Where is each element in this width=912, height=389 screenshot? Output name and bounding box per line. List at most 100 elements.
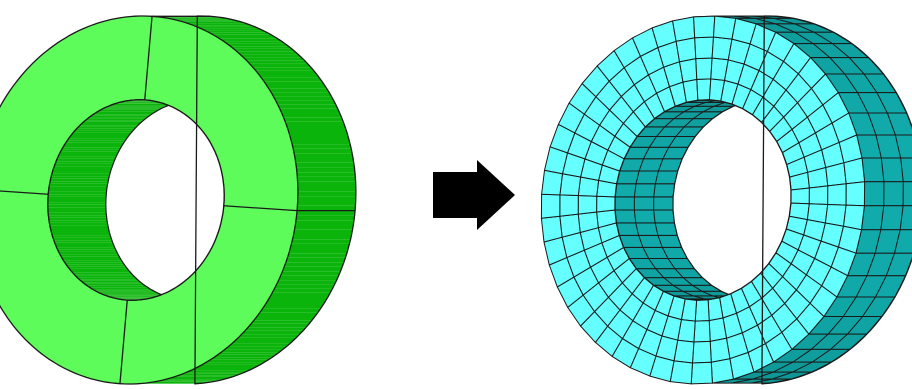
inner-wall-face: [106, 106, 166, 107]
outer-rim-face: [234, 49, 295, 52]
inner-wall-face: [50, 225, 109, 228]
outer-rim-face: [287, 126, 347, 131]
outer-rim-face: [284, 262, 344, 267]
mesh-element-outer-rim: [856, 230, 912, 254]
inner-wall-face: [100, 109, 160, 110]
outer-rim-face: [282, 113, 342, 117]
mesh-element: [697, 79, 711, 100]
inner-wall-face: [57, 247, 116, 249]
outer-rim-face: [295, 225, 354, 230]
mesh-element: [541, 216, 562, 242]
inner-wall-face: [77, 127, 137, 129]
mesh-element: [696, 58, 712, 79]
inner-wall-face: [70, 135, 130, 137]
outer-rim-face: [289, 249, 348, 254]
mesh-element-outer-rim: [849, 113, 912, 135]
inner-wall-face: [49, 223, 108, 226]
mesh-element-inner-wall: [617, 171, 678, 184]
inner-wall-face: [64, 261, 123, 263]
inner-wall-face: [50, 228, 109, 231]
inner-wall-face: [94, 113, 154, 114]
outer-rim-face: [298, 196, 356, 201]
mesh-element: [710, 338, 730, 362]
inner-wall-face: [56, 159, 115, 161]
inner-wall-face: [60, 254, 119, 256]
mesh-element: [691, 362, 712, 384]
outer-rim-face: [239, 334, 300, 337]
mesh-element: [676, 38, 696, 62]
outer-rim-face: [254, 317, 315, 321]
inner-wall-face: [52, 235, 111, 238]
outer-rim-face: [248, 324, 309, 328]
inner-wall-face: [48, 207, 106, 210]
inner-wall-face: [51, 231, 110, 234]
mesh-element-outer-rim: [848, 253, 912, 276]
outer-rim-face: [295, 220, 354, 225]
mesh-element: [791, 188, 810, 204]
mesh-element: [846, 182, 865, 206]
inner-wall-face: [56, 245, 115, 247]
outer-rim-face: [279, 276, 339, 280]
mesh-element-inner-wall: [654, 285, 722, 291]
mesh-element: [541, 194, 560, 218]
inner-wall-face: [73, 131, 133, 133]
outer-rim-face: [297, 211, 356, 216]
inner-wall-face: [50, 179, 108, 182]
inner-wall-face: [49, 218, 107, 221]
inner-wall-face: [72, 133, 132, 135]
outer-rim-face: [256, 71, 317, 74]
inner-wall-face: [90, 288, 150, 289]
inner-wall-face: [82, 122, 142, 124]
inner-wall-face: [79, 279, 139, 281]
outer-rim-face: [177, 20, 239, 21]
outer-rim-face: [235, 337, 296, 340]
inner-wall-face: [50, 181, 108, 184]
mesh-element-inner-wall: [645, 119, 712, 127]
inner-wall-face: [101, 293, 161, 294]
outer-rim-face: [185, 23, 247, 24]
outer-rim-face: [247, 61, 308, 64]
outer-rim-face: [269, 89, 329, 93]
mesh-element: [560, 214, 580, 237]
outer-rim-face: [181, 21, 243, 22]
inner-wall-face: [48, 202, 106, 205]
mesh-element: [560, 195, 579, 216]
mesh-element-inner-wall: [624, 147, 688, 159]
mesh-element-inner-wall: [630, 137, 695, 148]
inner-wall-face: [88, 287, 148, 288]
mesh-element-inner-wall: [629, 259, 694, 269]
outer-rim-face: [268, 297, 328, 301]
outer-rim-face: [296, 167, 355, 172]
inner-wall-face: [57, 156, 116, 158]
outer-rim-face: [297, 206, 355, 211]
outer-rim-face: [237, 52, 298, 55]
inner-wall-face: [85, 284, 145, 285]
inner-wall-face: [52, 171, 111, 174]
outer-rim-face: [209, 32, 271, 34]
inner-wall-face: [105, 295, 165, 296]
inner-wall-face: [62, 147, 121, 149]
inner-wall-face: [66, 265, 125, 267]
outer-rim-face: [240, 55, 301, 58]
outer-rim-face: [212, 34, 274, 36]
outer-rim-face: [285, 122, 345, 126]
mesh-element: [709, 318, 726, 341]
inner-wall-face: [55, 161, 114, 163]
mesh-element: [597, 196, 616, 212]
arrow-shape: [433, 160, 515, 230]
outer-rim-face: [294, 230, 353, 235]
meshed-annulus-part: [541, 16, 912, 384]
outer-rim-face: [203, 362, 265, 364]
inner-wall-face: [59, 252, 118, 254]
mesh-element: [711, 359, 733, 383]
outer-rim-face: [293, 149, 352, 154]
outer-rim-face: [210, 357, 272, 359]
inner-wall-face: [64, 143, 123, 145]
outer-rim-face: [193, 25, 255, 27]
mesh-element: [693, 341, 712, 363]
outer-rim-face: [262, 305, 323, 309]
outer-rim-face: [245, 327, 306, 331]
inner-wall-face: [102, 108, 162, 109]
inner-wall-face: [53, 238, 112, 240]
outer-rim-face: [294, 153, 353, 158]
